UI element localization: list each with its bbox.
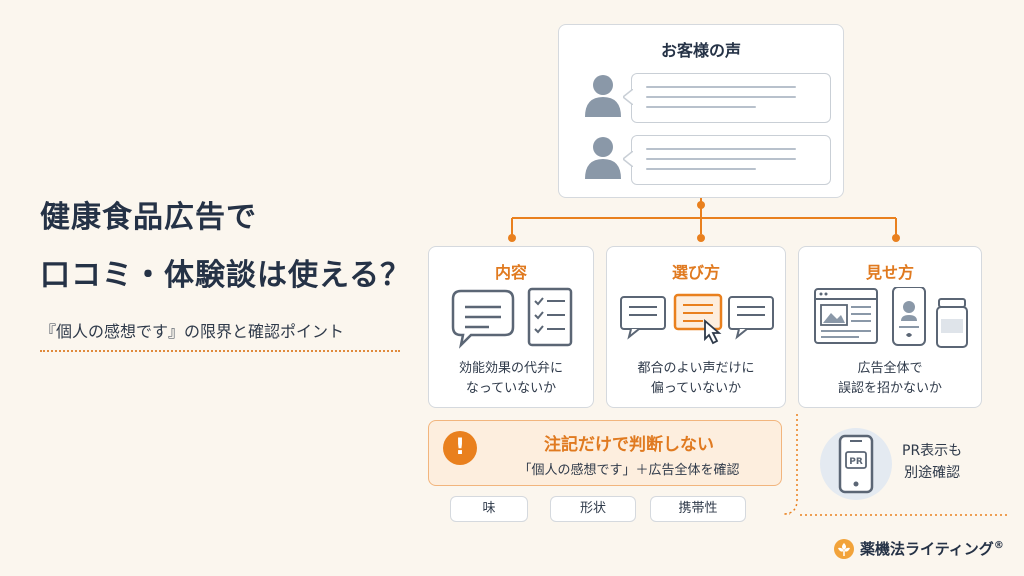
pr-badge-text: PR	[849, 457, 863, 467]
subtitle: 『個人の感想です』の限界と確認ポイント	[40, 322, 345, 341]
category-card-presentation: 見せ方 広告全体で 誤認を招かないか	[798, 246, 982, 408]
voice-bubble	[631, 135, 831, 185]
category-card-selection: 選び方 都合のよい声だけに 偏っていないか	[606, 246, 786, 408]
attribute-pill-form: 形状	[550, 496, 636, 522]
category-title: 見せ方	[865, 263, 914, 282]
ad-layout-icon	[814, 287, 968, 348]
category-title: 内容	[494, 263, 527, 282]
notice-title: 注記だけで判断しない	[544, 435, 714, 455]
category-description: 広告全体で 誤認を招かないか	[837, 361, 942, 396]
category-title: 選び方	[671, 263, 720, 282]
attribute-pill-taste: 味	[450, 496, 528, 522]
category-card-content: 内容 効能効果の代弁に なっていないか	[428, 246, 594, 408]
message-select-icon	[620, 293, 774, 345]
notice-box: ! 注記だけで判断しない 「個人の感想です」＋広告全体を確認	[428, 420, 782, 486]
notice-subtitle: 「個人の感想です」＋広告全体を確認	[518, 463, 740, 478]
title-line-2: 口コミ・体験談は使える？	[40, 258, 412, 293]
category-description: 都合のよい声だけに 偏っていないか	[637, 361, 755, 396]
title-line-1: 健康食品広告で	[40, 200, 257, 235]
pr-note: PR表示も 別途確認	[902, 443, 963, 481]
brand-name: 薬機法ライティング®	[860, 540, 1004, 558]
category-description: 効能効果の代弁に なっていないか	[458, 361, 563, 396]
bubble-tail-icon	[623, 151, 633, 167]
voice-bubble	[631, 73, 831, 123]
brand-logo-icon	[834, 539, 854, 559]
attribute-pill-portability: 携帯性	[650, 496, 746, 522]
user-avatar-icon	[585, 75, 621, 117]
phone-icon: PR	[838, 434, 874, 494]
user-avatar-icon	[585, 137, 621, 179]
customer-voices-card: お客様の声	[558, 24, 844, 198]
exclamation-icon: !	[443, 431, 477, 465]
speech-checklist-icon	[451, 287, 573, 349]
customer-voices-title: お客様の声	[660, 41, 741, 60]
dotted-divider	[40, 350, 400, 352]
bubble-tail-icon	[623, 89, 633, 105]
